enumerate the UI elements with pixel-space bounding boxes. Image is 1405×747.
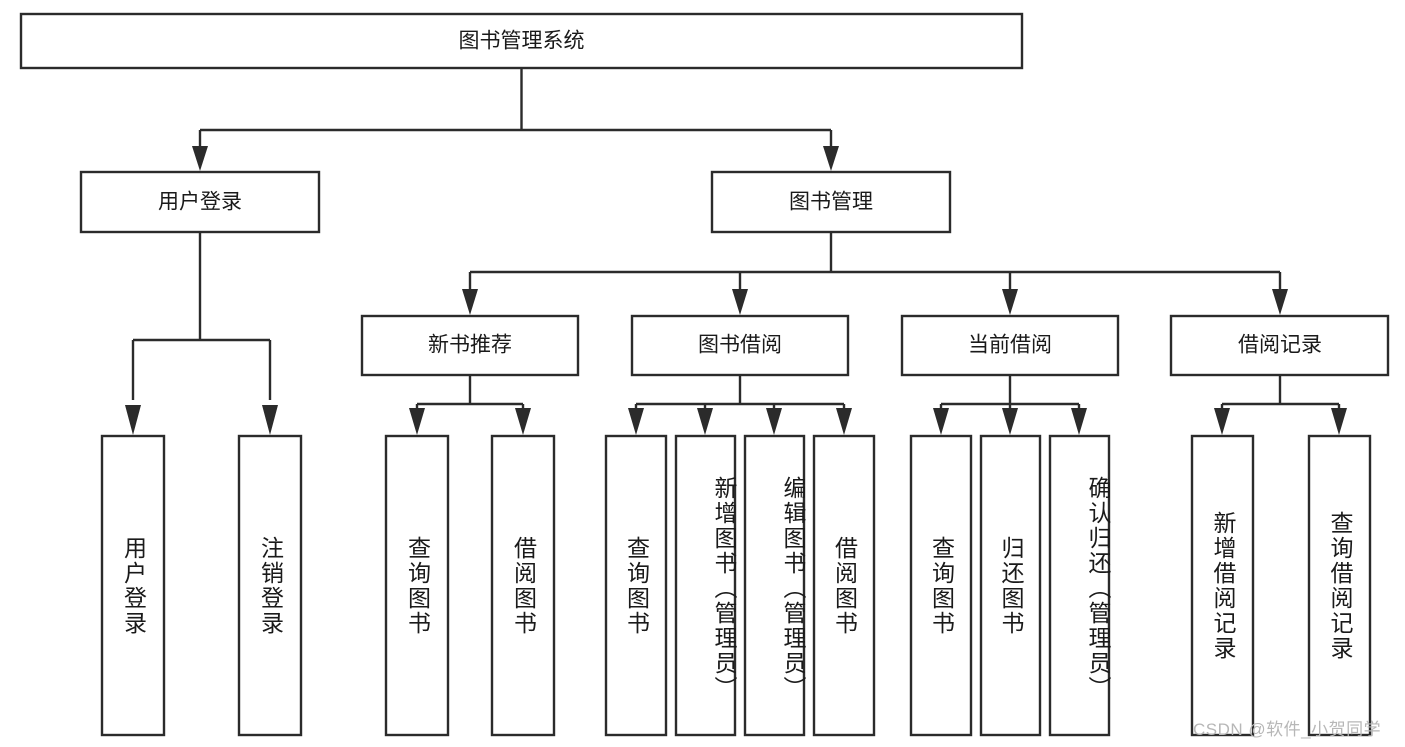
connector-root-to-level2 — [192, 68, 839, 171]
node-current-borrow-box[interactable] — [900, 314, 1120, 377]
node-current-borrow[interactable]: 当前借阅 — [900, 314, 1120, 377]
leaf-box-borrow-query-book[interactable] — [604, 434, 668, 737]
node-book-borrow[interactable]: 图书借阅 — [630, 314, 850, 377]
leaf-box-user-login[interactable] — [100, 434, 166, 737]
node-user-login[interactable]: 用户登录 — [79, 170, 321, 234]
connector-record-to-leaves — [1214, 375, 1347, 435]
node-book-management[interactable]: 图书管理 — [710, 170, 952, 234]
node-user-login-box[interactable] — [79, 170, 321, 234]
leaf-box-borrow-add-book[interactable] — [674, 434, 737, 737]
leaf-box-current-return-book[interactable] — [979, 434, 1042, 737]
node-current-borrow-label: 当前借阅 — [968, 334, 1052, 357]
leaf-box-record-query[interactable] — [1307, 434, 1372, 737]
leaf-box-record-add[interactable] — [1190, 434, 1255, 737]
node-root-label: 图书管理系统 — [459, 30, 585, 53]
leaf-box-borrow-edit-book[interactable] — [743, 434, 806, 737]
node-user-login-label: 用户登录 — [158, 191, 242, 214]
connector-userlogin-to-leaves — [125, 232, 278, 435]
leaf-box-recommend-query-book[interactable] — [384, 434, 450, 737]
leaf-box-recommend-borrow-book[interactable] — [490, 434, 556, 737]
node-root-box[interactable] — [19, 12, 1024, 70]
connector-borrow-to-leaves — [628, 375, 852, 435]
watermark-text: CSDN @软件_小贺同学 — [1193, 720, 1382, 739]
node-borrow-record-box[interactable] — [1169, 314, 1390, 377]
leaf-box-current-query-book[interactable] — [909, 434, 973, 737]
node-borrow-record-label: 借阅记录 — [1238, 334, 1322, 357]
connector-bookmgmt-to-level3 — [462, 232, 1288, 315]
node-new-book-recommend-box[interactable] — [360, 314, 580, 377]
node-book-management-label: 图书管理 — [789, 191, 873, 214]
leaf-box-borrow-borrow-book[interactable] — [812, 434, 876, 737]
node-book-management-box[interactable] — [710, 170, 952, 234]
node-book-borrow-label: 图书借阅 — [698, 334, 782, 357]
leaf-box-current-confirm-return[interactable] — [1048, 434, 1111, 737]
connector-recommend-to-leaves — [409, 375, 531, 435]
leaf-box-logout[interactable] — [237, 434, 303, 737]
node-root-system[interactable]: 图书管理系统 — [19, 12, 1024, 70]
node-new-book-recommend-label: 新书推荐 — [428, 334, 512, 357]
node-new-book-recommend[interactable]: 新书推荐 — [360, 314, 580, 377]
node-book-borrow-box[interactable] — [630, 314, 850, 377]
connector-current-to-leaves — [933, 375, 1087, 435]
node-borrow-record[interactable]: 借阅记录 — [1169, 314, 1390, 377]
